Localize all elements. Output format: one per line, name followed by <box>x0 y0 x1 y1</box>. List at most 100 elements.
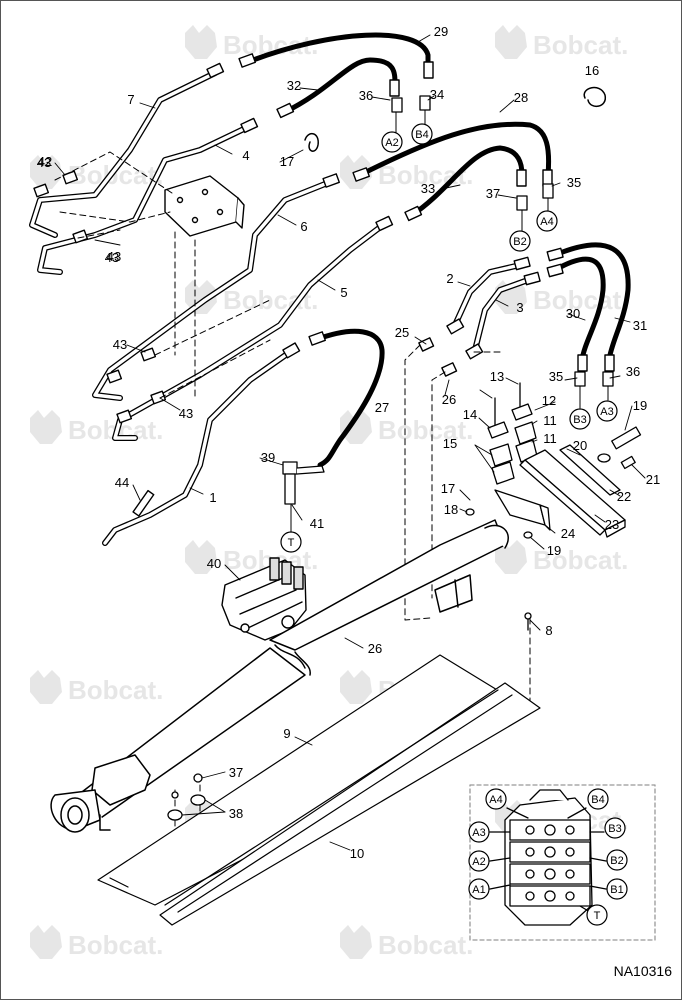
bobcat-head-icon <box>340 410 372 444</box>
callout-number: 13 <box>490 369 504 384</box>
hose-34 <box>409 145 525 218</box>
hose-31 <box>552 256 606 363</box>
callout-number: 3 <box>516 300 523 315</box>
port-label: A1 <box>468 878 490 900</box>
callout-number: 21 <box>646 472 660 487</box>
port-label-text: B2 <box>610 855 623 867</box>
callout-number: 20 <box>573 438 587 453</box>
callout-number: 24 <box>561 526 575 541</box>
port-label-text: B4 <box>591 794 604 806</box>
port-label-text: A1 <box>472 884 485 896</box>
port-circle <box>509 230 531 252</box>
bobcat-head-icon <box>30 670 62 704</box>
port-circle <box>586 904 608 926</box>
port-label: B3 <box>569 408 591 430</box>
callout-number: 8 <box>545 623 552 638</box>
port-circle <box>411 123 433 145</box>
port-label-text: A4 <box>489 794 502 806</box>
watermark: Bobcat. <box>495 540 628 575</box>
port-circle <box>606 878 628 900</box>
port-circle <box>381 131 403 153</box>
callout-number: 42 <box>38 154 52 169</box>
callout-number: 15 <box>443 436 457 451</box>
port-circle <box>569 408 591 430</box>
port-label: B4 <box>587 788 609 810</box>
port-label: A3 <box>596 400 618 422</box>
bobcat-head-icon <box>185 540 217 574</box>
watermark: Bobcat. <box>30 925 163 960</box>
port-circle <box>280 531 302 553</box>
port-label-text: A4 <box>540 216 553 228</box>
port-label-text: B3 <box>573 414 586 426</box>
valve-port-inset <box>469 784 656 941</box>
clip-17 <box>304 86 606 152</box>
fittings <box>33 53 615 517</box>
drawing-reference-code: NA10316 <box>614 963 673 979</box>
callout-number: 12 <box>542 393 556 408</box>
hose-29 <box>357 121 552 178</box>
callout-numbers: 1234567891011111213141516171718191920212… <box>37 24 660 861</box>
tube-1 <box>102 349 293 546</box>
bobcat-head-icon <box>30 410 62 444</box>
port-circle <box>587 788 609 810</box>
watermark: Bobcat. <box>495 280 628 315</box>
callout-number: 27 <box>375 400 389 415</box>
watermark-text: Bobcat. <box>533 30 628 60</box>
callout-number: 28 <box>514 90 528 105</box>
watermark-text: Bobcat. <box>533 285 628 315</box>
port-label-text: B1 <box>610 884 623 896</box>
bobcat-head-icon <box>495 25 527 59</box>
port-label: A4 <box>485 788 507 810</box>
port-label: B2 <box>606 849 628 871</box>
hose-28 <box>312 328 385 468</box>
small-hardware <box>167 382 642 821</box>
callout-number: 14 <box>463 407 477 422</box>
tube-3 <box>472 277 531 353</box>
callout-number: 32 <box>287 78 301 93</box>
callout-number: 44 <box>115 475 129 490</box>
port-label-text: B2 <box>513 236 526 248</box>
callout-number: 1 <box>209 490 216 505</box>
bobcat-head-icon <box>340 925 372 959</box>
callout-number: 26 <box>442 392 456 407</box>
port-circle <box>596 400 618 422</box>
bobcat-head-icon <box>185 25 217 59</box>
callout-number: 30 <box>566 306 580 321</box>
callout-number: 16 <box>585 63 599 78</box>
tube-2 <box>452 262 523 328</box>
callout-number: 36 <box>626 364 640 379</box>
watermark: Bobcat. <box>495 25 628 60</box>
bobcat-head-icon <box>30 155 62 189</box>
port-circle <box>604 817 626 839</box>
port-label: B3 <box>604 817 626 839</box>
callout-number: 33 <box>421 181 435 196</box>
port-label-text: T <box>288 537 295 549</box>
port-label: A4 <box>536 210 558 232</box>
port-leader-lines <box>290 109 609 533</box>
callout-number: 11 <box>543 413 557 428</box>
callout-number: 34 <box>430 87 444 102</box>
watermark: Bobcat. <box>30 410 163 445</box>
watermark-text: Bobcat. <box>68 930 163 960</box>
port-label-text: A2 <box>472 856 485 868</box>
hose-30 <box>245 32 431 73</box>
tube-clamps <box>487 403 538 485</box>
port-label-text: A2 <box>385 137 398 149</box>
port-label: T <box>280 531 302 553</box>
callout-lines <box>54 34 646 851</box>
port-circle <box>536 210 558 232</box>
callout-number: 38 <box>229 806 243 821</box>
callout-number: 19 <box>547 543 561 558</box>
callout-number: 11 <box>543 431 557 446</box>
bracket-plates <box>494 444 626 538</box>
port-label-text: B4 <box>415 129 428 141</box>
callout-number: 22 <box>617 489 631 504</box>
tube-6 <box>92 179 333 401</box>
callout-number: 37 <box>229 765 243 780</box>
watermark-text: Bobcat. <box>68 675 163 705</box>
callout-number: 43 <box>37 155 51 170</box>
port-label-text: A3 <box>600 406 613 418</box>
